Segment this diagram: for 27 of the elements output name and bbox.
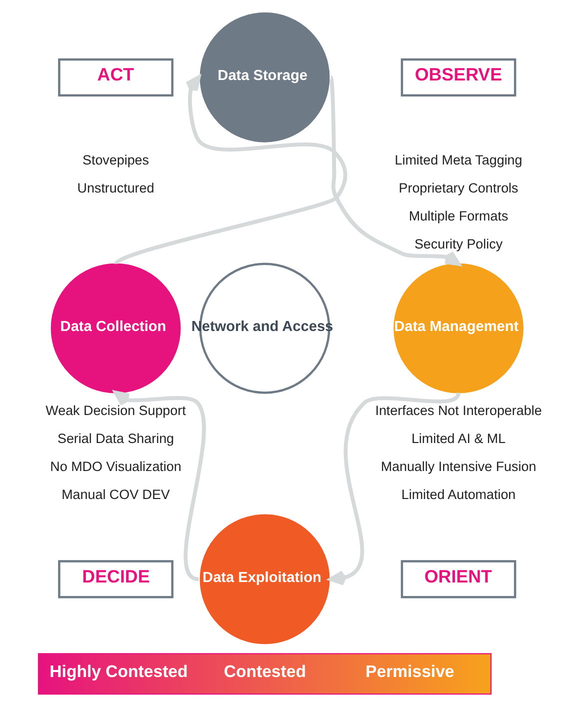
label: Limited Automation (401, 487, 516, 502)
label: Security Policy (414, 236, 503, 252)
node-box: OBSERVE (400, 58, 516, 96)
label: Stovepipes (82, 152, 150, 168)
label: Weak Decision Support (46, 403, 186, 418)
node-box: Highly Contested Contested Permissive (38, 653, 492, 695)
node-circle: Data Storage (200, 12, 330, 142)
node-box: DECIDE (58, 560, 174, 598)
arrow (328, 392, 460, 586)
node-circle: Data Management (394, 263, 524, 394)
node-circle: Data Exploitation (200, 514, 330, 644)
label: Manually Intensive Fusion (380, 459, 536, 474)
label: No MDO Visualization (50, 459, 182, 474)
node-box: ORIENT (400, 560, 516, 598)
label: Limited AI & ML (411, 431, 506, 446)
label: Multiple Formats (408, 208, 508, 224)
label: Proprietary Controls (398, 180, 518, 196)
node-box: ACT (58, 58, 174, 96)
label: Manual COV DEV (62, 487, 170, 502)
arrow (114, 390, 206, 582)
label: Limited Meta Tagging (394, 152, 522, 168)
arrow (114, 75, 348, 266)
node-circle: Data Collection (50, 263, 181, 394)
arrow (328, 76, 460, 266)
label: Unstructured (77, 180, 154, 196)
label: Interfaces Not Interoperable (375, 403, 542, 418)
label: Serial Data Sharing (58, 431, 174, 446)
